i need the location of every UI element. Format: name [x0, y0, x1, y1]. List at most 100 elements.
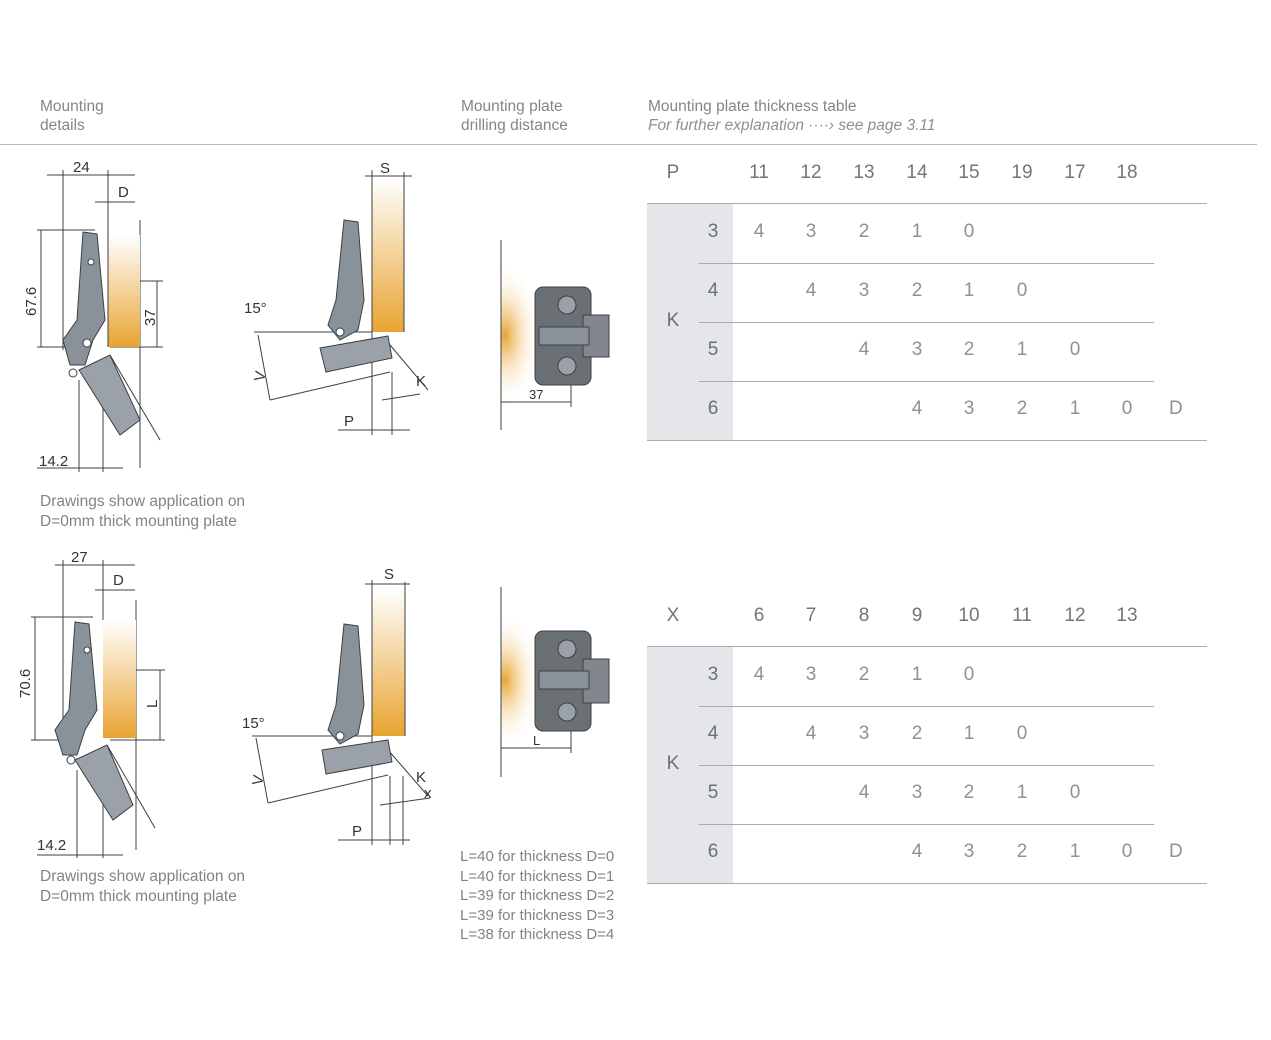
table-cell: 3	[858, 280, 870, 301]
row-k-value: 3	[707, 221, 719, 242]
table-cell: 1	[1016, 339, 1028, 360]
table-cell: 2	[1016, 841, 1028, 862]
table-cell: 1	[911, 664, 923, 685]
table-cell: 0	[1069, 782, 1081, 803]
table-cell: 1	[963, 280, 975, 301]
table-cell: 3	[911, 339, 923, 360]
table-cell: 4	[911, 841, 923, 862]
dim-p: P	[352, 823, 362, 840]
row-k-value: 6	[707, 841, 719, 862]
thickness-table-heading: Mounting plate thickness table For furth…	[648, 97, 935, 135]
note-line: Drawings show application on	[40, 868, 246, 885]
table-cell: 2	[911, 723, 923, 744]
hinge-drawing-top-right: S 15° V K P	[244, 160, 429, 435]
table-cell: 3	[963, 841, 975, 862]
dim-bottom: 14.2	[37, 837, 66, 854]
column-header: 13	[1116, 605, 1138, 626]
dim-v: V	[249, 774, 267, 787]
dim-angle: 15°	[242, 715, 265, 732]
table-cell: 3	[858, 723, 870, 744]
dim-k: K	[416, 769, 426, 786]
note-line: Drawings show application on	[40, 493, 246, 510]
column-header: 8	[858, 605, 870, 626]
row-key: K	[666, 753, 680, 774]
thickness-table-reference: For further explanation ····› see page 3…	[648, 117, 936, 134]
dim-v: V	[251, 370, 269, 383]
heading-line: Mounting plate	[461, 98, 563, 115]
column-header: 17	[1064, 162, 1086, 183]
column-header: 6	[753, 605, 765, 626]
dim-height: 70.6	[17, 669, 34, 698]
table-cell: 4	[753, 664, 765, 685]
table-cell: 4	[858, 782, 870, 803]
table-cell: 0	[1069, 339, 1081, 360]
table-cell: 3	[805, 221, 817, 242]
table-cell: 3	[805, 664, 817, 685]
column-header: 18	[1116, 162, 1138, 183]
hinge-drawing-bottom-left: 27 D 70.6 L 14.2	[17, 549, 165, 858]
table-cell: 2	[963, 339, 975, 360]
l-values-list: L=40 for thickness D=0 L=40 for thicknes…	[460, 847, 614, 945]
dim-s: S	[384, 566, 394, 583]
column-key: P	[666, 162, 680, 183]
header-divider	[0, 144, 1257, 145]
table-cell: 4	[858, 339, 870, 360]
dim-x: x	[424, 785, 432, 802]
note-line: D=0mm thick mounting plate	[40, 888, 237, 905]
table-cell: 3	[911, 782, 923, 803]
heading-line: drilling distance	[461, 117, 568, 134]
heading-line: details	[40, 117, 85, 134]
dim-height: 67.6	[23, 287, 40, 316]
dim-plate: 37	[529, 387, 543, 402]
hinge-drawing-top-left: 24 D 67.6 37 14.2	[23, 159, 163, 472]
column-header: 12	[1064, 605, 1086, 626]
dim-k: K	[416, 373, 426, 390]
mounting-details-heading: Mounting details	[40, 97, 104, 135]
column-header: 13	[853, 162, 875, 183]
thickness-table-title: Mounting plate thickness table	[648, 98, 857, 115]
table-cell: 1	[1016, 782, 1028, 803]
column-header: 11	[1012, 605, 1032, 626]
table-cell: 1	[911, 221, 923, 242]
table-cell: 4	[911, 398, 923, 419]
l-value-item: L=38 for thickness D=4	[460, 926, 615, 944]
column-header: 12	[800, 162, 822, 183]
d-label: D	[1169, 841, 1183, 862]
column-header: 15	[958, 162, 980, 183]
table-cell: 0	[963, 664, 975, 685]
row-k-value: 4	[707, 280, 719, 301]
row-k-value: 6	[707, 398, 719, 419]
drilling-distance-heading: Mounting plate drilling distance	[461, 97, 568, 135]
table-cell: 2	[1016, 398, 1028, 419]
column-header: 19	[1011, 162, 1033, 183]
dim-d: D	[118, 184, 129, 201]
dim-side: L	[144, 700, 161, 708]
row-k-value: 4	[707, 723, 719, 744]
table-row: 5 4 3 2 1 0	[699, 765, 1154, 825]
row-k-value: 5	[707, 782, 719, 803]
table-cell: 2	[963, 782, 975, 803]
table-cell: 4	[753, 221, 765, 242]
l-value-item: L=40 for thickness D=1	[460, 867, 615, 885]
dim-plate: L	[533, 733, 540, 748]
row-k-value: 3	[707, 664, 719, 685]
l-value-item: L=39 for thickness D=3	[460, 906, 615, 924]
table-cell: 2	[911, 280, 923, 301]
column-header: 9	[911, 605, 923, 626]
dim-angle: 15°	[244, 300, 267, 317]
l-value-item: L=40 for thickness D=0	[460, 848, 615, 865]
table-cell: 4	[805, 280, 817, 301]
l-value-item: L=39 for thickness D=2	[460, 887, 615, 905]
mounting-plate-drawing-bottom: L	[500, 587, 610, 777]
row-key: K	[666, 310, 680, 331]
